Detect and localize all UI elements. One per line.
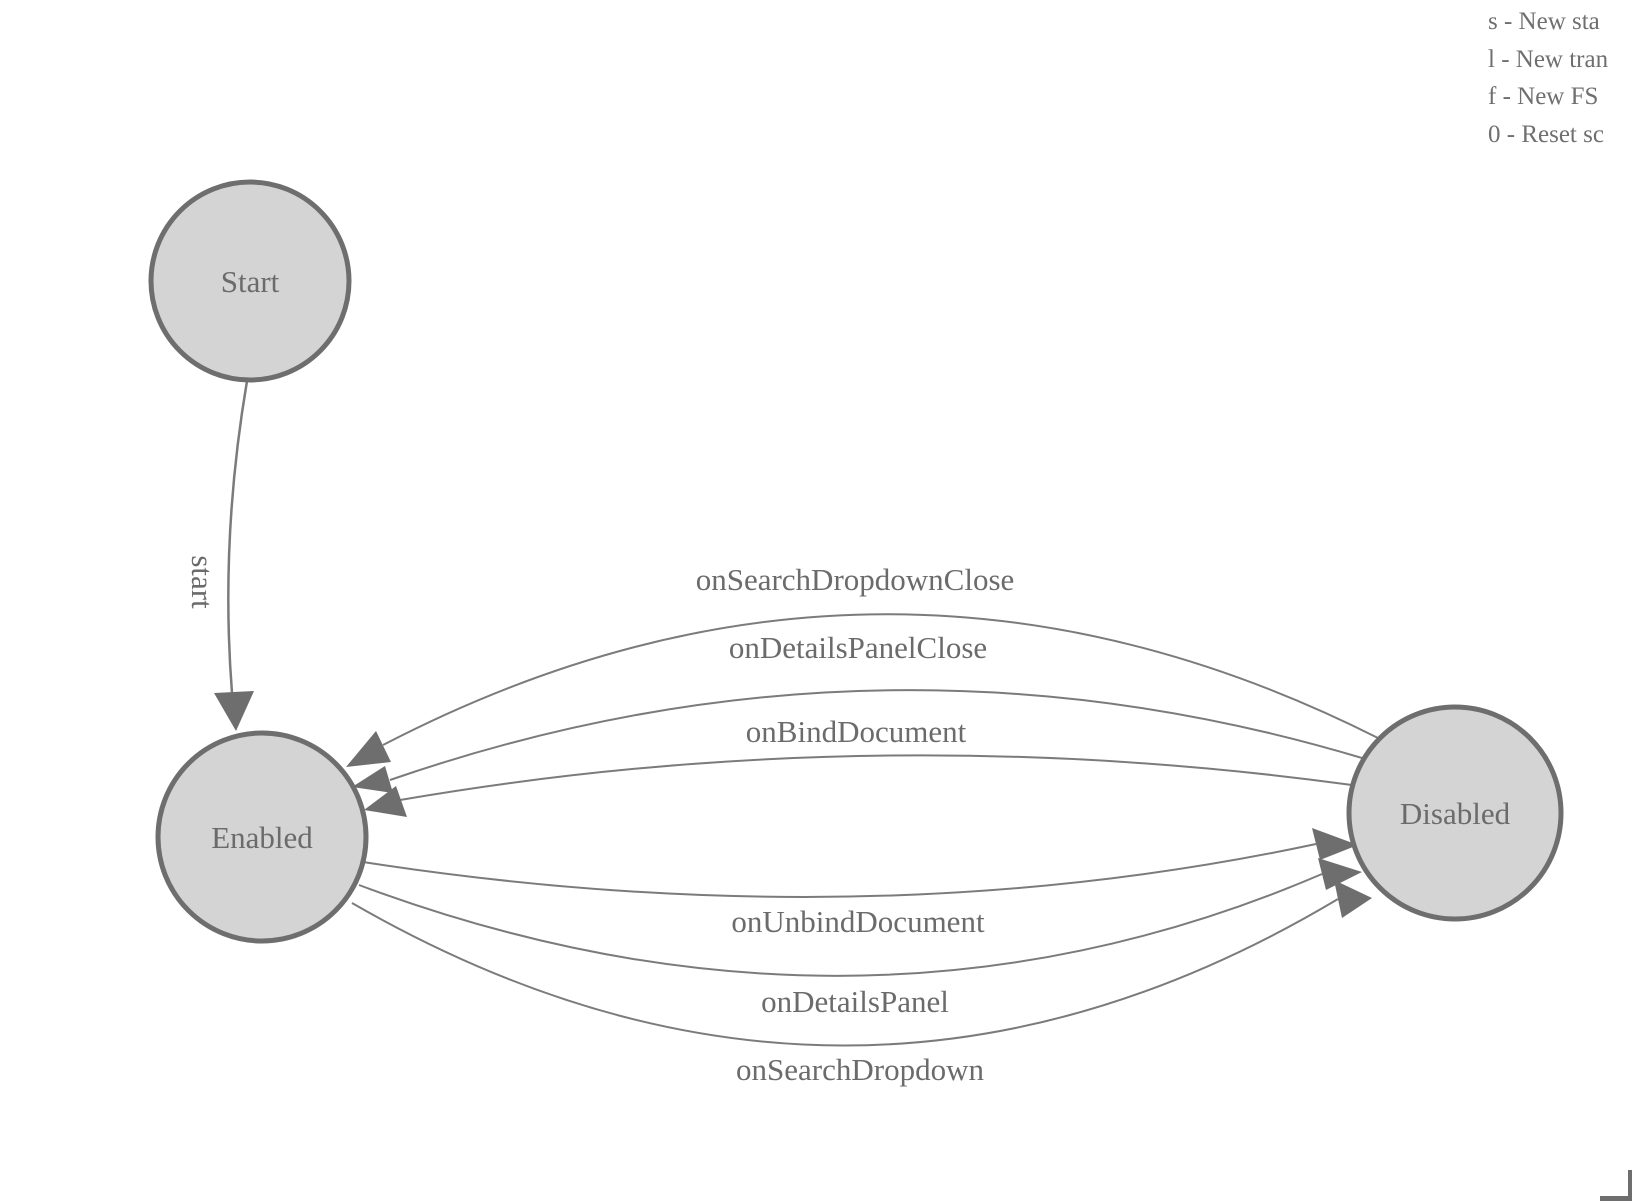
arrowhead-onBindDocument (364, 786, 407, 817)
arrowhead-onSearchDropdownClose (346, 731, 391, 767)
edge-label-onBindDocument[interactable]: onBindDocument (746, 714, 967, 749)
clipped-shape-corner-vertical (1628, 1170, 1632, 1201)
edge-label-onDetailsPanelClose[interactable]: onDetailsPanelClose (729, 630, 987, 665)
state-node-disabled[interactable] (1346, 704, 1564, 922)
transition-edge-onBindDocument[interactable] (399, 754, 1353, 801)
arrowhead-onUnbindDocument (1312, 828, 1358, 860)
transition-edge-start[interactable] (227, 380, 249, 694)
shortcut-new-state: s - New sta (1488, 8, 1600, 35)
edge-label-onDetailsPanel[interactable]: onDetailsPanel (761, 984, 949, 1019)
state-label-start: Start (221, 264, 280, 299)
shortcut-new-fsm: f - New FS (1488, 83, 1599, 110)
state-label-disabled: Disabled (1400, 796, 1511, 831)
arrowhead-onDetailsPanel (1318, 858, 1362, 890)
transition-edge-onSearchDropdown[interactable] (351, 898, 1339, 1047)
arrowhead-onDetailsPanelClose (352, 766, 393, 793)
transition-edge-onDetailsPanelClose[interactable] (389, 689, 1363, 781)
clipped-shape-corner-horizontal (1600, 1196, 1632, 1201)
transition-edge-onDetailsPanel[interactable] (358, 873, 1323, 977)
state-label-enabled: Enabled (211, 820, 313, 855)
edge-label-onSearchDropdown[interactable]: onSearchDropdown (736, 1052, 984, 1087)
arrowhead-onSearchDropdown (1334, 880, 1372, 918)
state-node-start[interactable] (148, 179, 352, 383)
transition-edge-onUnbindDocument[interactable] (362, 843, 1317, 898)
edge-label-onSearchDropdownClose[interactable]: onSearchDropdownClose (696, 562, 1015, 597)
edge-label-start[interactable]: start (185, 555, 220, 609)
transition-edge-onSearchDropdownClose[interactable] (382, 613, 1379, 746)
state-node-enabled[interactable] (155, 730, 369, 944)
shortcut-legend: s - New sta l - New tran f - New FS 0 - … (1488, 3, 1608, 153)
arrowhead-start-to-enabled (214, 691, 254, 731)
shortcut-reset: 0 - Reset sc (1488, 120, 1604, 148)
shortcut-new-transition: l - New tran (1488, 45, 1609, 73)
edge-label-onUnbindDocument[interactable]: onUnbindDocument (731, 904, 985, 939)
